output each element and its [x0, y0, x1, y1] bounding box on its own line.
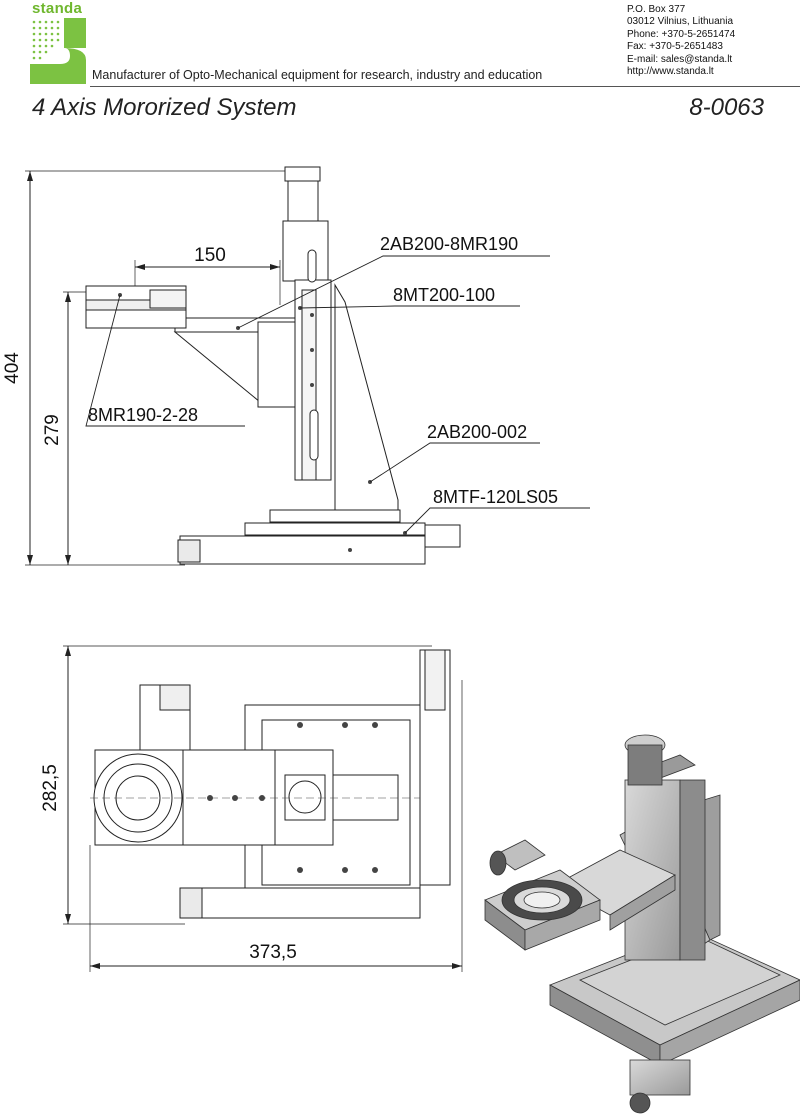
dim-width: 373,5: [249, 942, 297, 963]
document-number: 8-0063: [689, 94, 764, 121]
brand-name: standa: [32, 0, 83, 17]
top-view-machine: [93, 649, 451, 919]
dim-depth: 282,5: [40, 764, 61, 812]
standa-logo: [30, 0, 86, 84]
contact-phone: Phone: +370-5-2651474: [627, 28, 736, 40]
contact-po-box: P.O. Box 377: [627, 4, 686, 15]
logo-mark-icon: [30, 18, 86, 84]
contact-block: P.O. Box 377 03012 Vilnius, Lithuania Ph…: [627, 4, 735, 78]
side-view-machine: [85, 166, 461, 565]
dim-height-total: 404: [2, 352, 23, 384]
contact-email[interactable]: E-mail: sales@standa.lt: [627, 53, 733, 65]
side-view-drawing: 404 279 150: [2, 166, 590, 566]
dim-height-table: 279: [42, 414, 63, 446]
contact-fax: Fax: +370-5-2651483: [627, 41, 723, 53]
document-title: 4 Axis Mororized System: [32, 94, 297, 121]
label-rotation-stage: 8MR190-2-28: [88, 405, 198, 425]
label-adapter-plate: 2AB200-8MR190: [380, 234, 518, 254]
top-view-drawing: 282,5 373,5: [40, 645, 463, 972]
label-bracket: 2AB200-002: [427, 422, 527, 442]
contact-address: 03012 Vilnius, Lithuania: [627, 16, 734, 28]
label-vertical-stage: 8MT200-100: [393, 285, 495, 305]
isometric-render: [484, 734, 800, 1114]
company-tagline: Manufacturer of Opto-Mechanical equipmen…: [92, 68, 543, 82]
label-base-stage: 8MTF-120LS05: [433, 487, 558, 507]
header-divider: [90, 86, 800, 87]
dim-offset: 150: [194, 245, 226, 266]
contact-web[interactable]: http://www.standa.lt: [627, 66, 714, 78]
